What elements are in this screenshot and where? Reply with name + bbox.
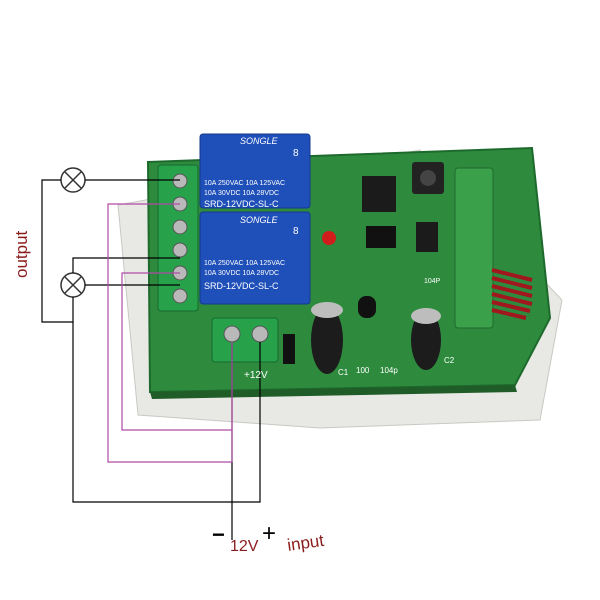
led: [322, 231, 336, 245]
voltage-label: 12V: [230, 538, 259, 555]
relay-2-model: SRD-12VDC-SL-C: [204, 281, 279, 291]
relay-2-rating-1: 10A 250VAC 10A 125VAC: [204, 260, 286, 267]
output-label: output: [12, 230, 31, 278]
relay-1-brand: SONGLE: [240, 136, 278, 146]
relay-2-pin: 8: [293, 226, 299, 237]
c2-label: C2: [444, 356, 455, 365]
output-terminal-block: [157, 164, 199, 312]
black-wires: [41, 179, 261, 540]
rf-module: [454, 167, 494, 329]
board-voltage-label: +12V: [244, 370, 268, 381]
input-terminal-block: [211, 317, 279, 363]
c1-label: C1: [338, 368, 349, 377]
ic-chip-2: [416, 222, 438, 252]
purple-wires: [107, 203, 233, 463]
relay-2-rating-2: 10A 30VDC 10A 28VDC: [204, 270, 280, 277]
transistor: [358, 296, 376, 318]
relay-1-model: SRD-12VDC-SL-C: [204, 199, 279, 209]
lamp-icon: [60, 167, 86, 298]
capacitor-2: [411, 310, 441, 370]
capacitor-1: [311, 306, 343, 374]
ic-chip-1: [362, 176, 396, 212]
res-100-label: 100: [356, 366, 370, 375]
relay-1: [199, 133, 311, 209]
relay-1-rating-2: 10A 30VDC 10A 28VDC: [204, 190, 280, 197]
relay-1-rating-1: 10A 250VAC 10A 125VAC: [204, 180, 286, 187]
antenna-coil: [491, 268, 533, 320]
minus-label: −: [212, 522, 225, 547]
board-edge-shadow: [150, 385, 517, 399]
diode: [283, 334, 295, 364]
jumper: [366, 226, 396, 248]
cap-104-top-label: 104P: [424, 278, 441, 285]
plus-label: +: [262, 520, 277, 547]
cap-104-label: 104p: [380, 366, 398, 375]
relay-2-brand: SONGLE: [240, 215, 278, 225]
relay-2: [199, 211, 311, 305]
relay-1-pin: 8: [293, 148, 299, 159]
